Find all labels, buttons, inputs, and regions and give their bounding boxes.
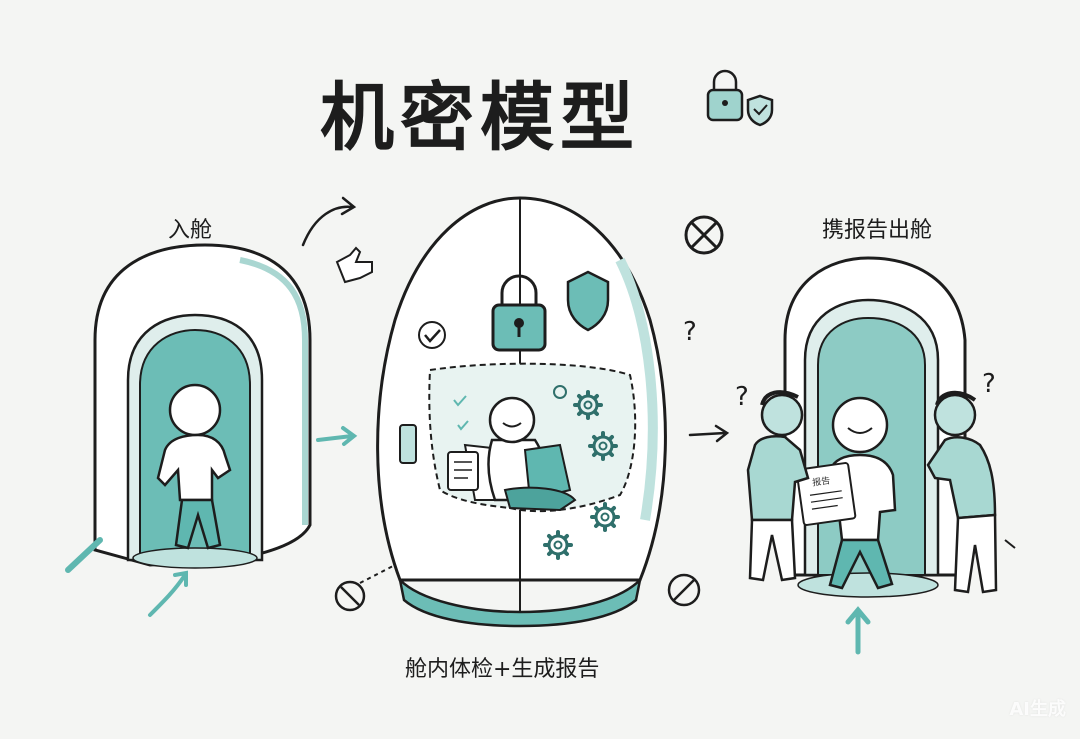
observer-right — [926, 390, 1016, 594]
lock-shield-icon — [706, 69, 774, 127]
lock-icon — [491, 274, 547, 352]
arrow-icon — [688, 424, 730, 443]
report-card: 报告 — [795, 462, 857, 526]
arrow-icon — [301, 196, 358, 446]
gear-icon — [543, 385, 620, 560]
svg-text:?: ? — [735, 382, 749, 412]
person-examined — [447, 396, 577, 512]
page-title: 机密模型 — [320, 75, 640, 161]
report-card-label: 报告 — [811, 474, 831, 488]
stage-label-exit: 携报告出舱 — [822, 218, 933, 243]
checkmark-icon — [418, 321, 469, 431]
watermark: AI生成 — [1009, 699, 1066, 720]
shield-icon — [566, 270, 610, 332]
pointing-hand-icon — [335, 246, 373, 284]
tablet-icon — [399, 424, 417, 464]
person-entering — [65, 383, 232, 617]
svg-text:?: ? — [683, 317, 697, 347]
stage-label-inside: 舱内体检+生成报告 — [405, 657, 600, 682]
observer-left — [746, 390, 810, 582]
question-mark-icon: ? ? ? — [683, 317, 996, 412]
prohibited-icon — [334, 215, 724, 612]
stage-label-enter: 入舱 — [168, 218, 213, 243]
svg-text:?: ? — [982, 369, 996, 399]
